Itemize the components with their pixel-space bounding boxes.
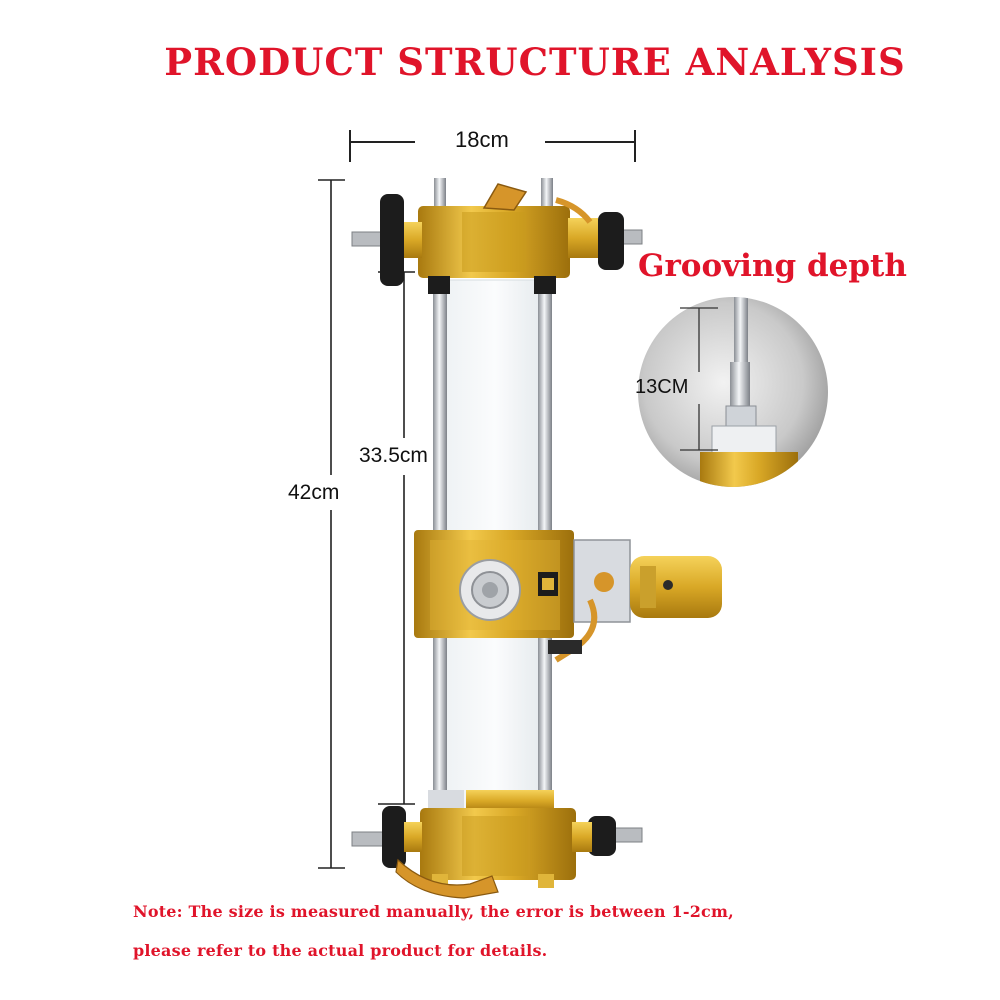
- note-line-1: Note: The size is measured manually, the…: [133, 902, 734, 921]
- inner-height-dimension: [378, 271, 415, 805]
- total-height-label: 42cm: [288, 481, 340, 504]
- width-dimension: [349, 130, 636, 162]
- inset-depth-label: 13CM: [635, 376, 689, 398]
- note-line-2: please refer to the actual product for d…: [133, 941, 548, 960]
- grooving-depth-inset: [638, 297, 828, 487]
- width-label: 18cm: [455, 127, 509, 152]
- top-clamp-block: [351, 178, 643, 294]
- inner-height-label: 33.5cm: [359, 444, 428, 467]
- middle-router-mount: [414, 530, 722, 663]
- page-title: PRODUCT STRUCTURE ANALYSIS: [164, 40, 906, 84]
- bottom-clamp-block: [351, 790, 643, 899]
- inset-title: Grooving depth: [638, 248, 907, 284]
- total-height-dimension: [318, 179, 345, 869]
